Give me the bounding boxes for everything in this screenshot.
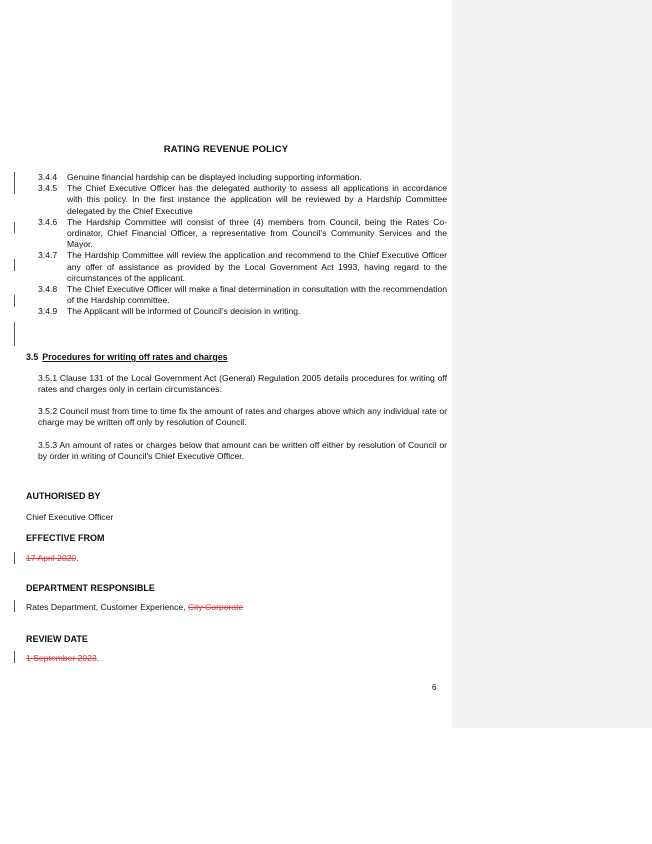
page-number: 6 [432,683,437,692]
authorised-by-heading: AUTHORISED BY [26,491,101,501]
item-number: 3.4.7 [38,250,58,261]
list-item: 3.4.8 The Chief Executive Officer will m… [38,284,447,306]
item-number: 3.4.9 [38,306,58,317]
list-item: 3.4.4 Genuine financial hardship can be … [38,172,447,183]
hardship-list: 3.4.4 Genuine financial hardship can be … [38,172,447,318]
item-text: Genuine financial hardship can be displa… [67,172,362,182]
section-paragraph: 3.5.2 Council must from time to time fix… [38,406,447,428]
section-title: Procedures for writing off rates and cha… [42,352,228,362]
change-bar [14,600,15,612]
section-paragraph: 3.5.1 Clause 131 of the Local Government… [38,373,447,395]
punctuation: . [76,553,79,563]
change-bar [14,172,15,194]
document-title: RATING REVENUE POLICY [163,144,289,155]
change-bar [14,322,15,346]
document-page: RATING REVENUE POLICY 3.4.4 Genuine fina… [14,144,447,692]
department-text: Rates Department, Customer Experience, [26,602,188,612]
comment-margin-pane [452,0,652,728]
item-text: The Applicant will be informed of Counci… [67,306,301,317]
department-heading: DEPARTMENT RESPONSIBLE [26,583,155,593]
change-bar [14,651,15,663]
review-date-heading: REVIEW DATE [26,634,88,644]
item-text: The Chief Executive Officer will make a … [67,284,447,306]
item-text: The Chief Executive Officer has the dele… [67,183,447,216]
deleted-text: 17 April 2020 [26,553,77,563]
section-paragraph: 3.5.3 An amount of rates or charges belo… [38,440,447,462]
change-bar [14,295,15,307]
item-number: 3.4.4 [38,172,58,182]
list-item: 3.4.9 The Applicant will be informed of … [38,306,447,317]
item-number: 3.4.8 [38,284,58,295]
department-value: Rates Department, Customer Experience, C… [26,602,243,612]
item-number: 3.4.5 [38,183,58,194]
list-item: 3.4.5 The Chief Executive Officer has th… [38,183,447,217]
section-number: 3.5 [26,352,39,362]
review-date-value: 1 September 2023. [26,653,99,663]
item-text: The Hardship Committee will consist of t… [67,216,447,250]
item-number: 3.4.6 [38,216,58,227]
deleted-text: City Corporate [187,602,244,612]
deleted-text: 1 September 2023 [26,653,97,663]
effective-from-value: 17 April 2020. [26,553,79,563]
list-item: 3.4.7 The Hardship Committee will review… [38,250,447,284]
list-item: 3.4.6 The Hardship Committee will consis… [38,217,447,251]
change-bar [14,552,15,564]
authorised-by-value: Chief Executive Officer [26,512,114,522]
effective-from-heading: EFFECTIVE FROM [26,533,105,543]
change-bar [14,259,15,271]
punctuation: . [96,653,100,663]
change-bar [14,222,15,233]
item-text: The Hardship Committee will review the a… [67,250,447,283]
